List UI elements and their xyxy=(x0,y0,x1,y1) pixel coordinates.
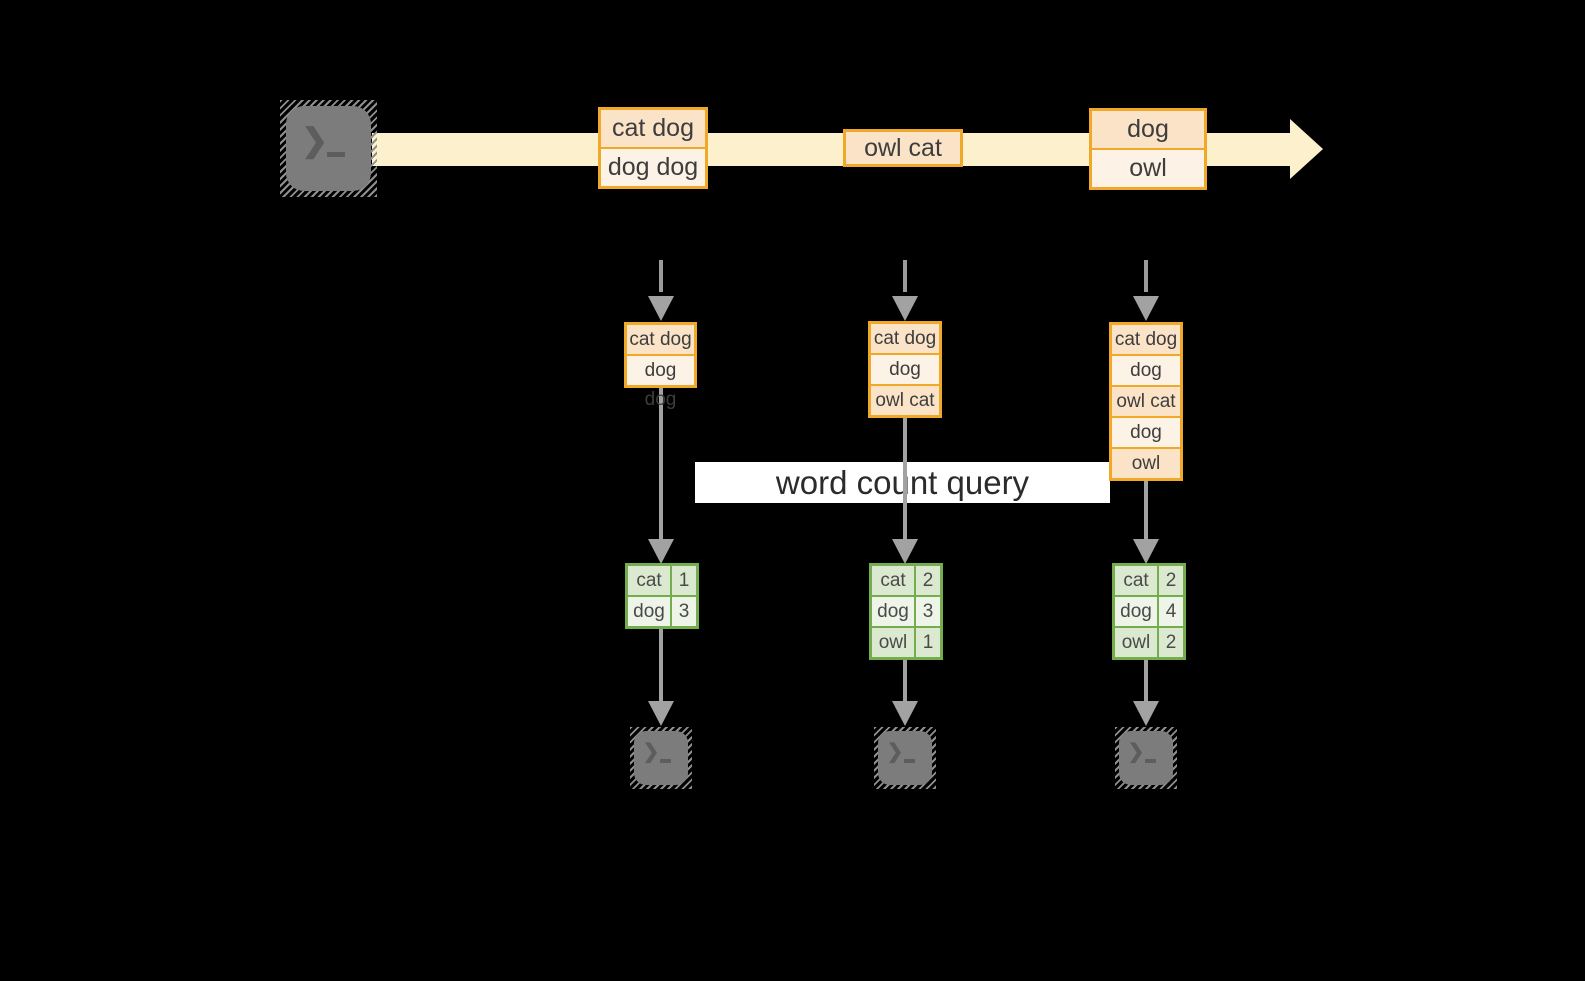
buffered-record: dog xyxy=(1112,418,1180,447)
buffered-record: cat dog xyxy=(871,324,939,353)
record-buffer-1: cat dog dog dog xyxy=(624,322,697,410)
word-cell: cat xyxy=(1115,566,1157,595)
count-cell: 3 xyxy=(916,597,940,626)
prompt-underscore-icon xyxy=(326,151,345,157)
arrowhead-icon xyxy=(892,539,918,564)
record-buffer-3: cat dog dog dog owl cat dog owl xyxy=(1109,322,1183,481)
buffered-record: dog dog xyxy=(871,355,939,409)
prompt-underscore-icon xyxy=(1144,759,1156,764)
arrowhead-icon xyxy=(648,539,674,564)
count-cell: 2 xyxy=(916,566,940,595)
prompt-chevron-icon: ❯ xyxy=(642,740,660,763)
word-cell: cat xyxy=(628,566,670,595)
query-flow-line xyxy=(659,386,663,539)
buffered-record: cat dog xyxy=(627,325,694,354)
query-flow-line xyxy=(1144,480,1148,539)
arrowhead-icon xyxy=(648,296,674,321)
query-flow-line xyxy=(903,417,907,539)
stream-batch-3: dog owl xyxy=(1089,108,1207,190)
sink-flow-line xyxy=(903,660,907,703)
sink-terminal-icon-2: ❯ xyxy=(874,727,936,789)
buffered-record: dog dog xyxy=(1112,356,1180,410)
terminal-screen: ❯ xyxy=(286,106,371,191)
stream-batch-2: owl cat xyxy=(843,129,963,167)
terminal-screen: ❯ xyxy=(634,731,688,785)
count-cell: 1 xyxy=(916,628,940,657)
query-banner: word count query xyxy=(695,462,1110,503)
sink-terminal-icon-1: ❯ xyxy=(630,727,692,789)
stream-record: owl xyxy=(1092,150,1204,187)
prompt-chevron-icon: ❯ xyxy=(1127,740,1145,763)
buffered-record: owl cat xyxy=(871,386,939,415)
ingest-dashed-arrow xyxy=(659,260,663,292)
sink-terminal-icon-3: ❯ xyxy=(1115,727,1177,789)
sink-flow-line xyxy=(659,629,663,703)
prompt-underscore-icon xyxy=(903,759,915,764)
arrowhead-icon xyxy=(648,701,674,726)
record-buffer-2: cat dog dog dog owl cat xyxy=(868,321,942,418)
arrowhead-icon xyxy=(1133,701,1159,726)
ingest-dashed-arrow xyxy=(903,260,907,292)
ingest-dashed-arrow xyxy=(1144,260,1148,292)
arrowhead-icon xyxy=(892,296,918,321)
stream-record: cat dog xyxy=(601,110,705,147)
word-cell: cat xyxy=(872,566,914,595)
buffered-record: owl xyxy=(1112,449,1180,478)
arrowhead-icon xyxy=(892,701,918,726)
stream-arrowhead-icon xyxy=(1290,119,1323,179)
buffered-record: cat dog xyxy=(1112,325,1180,354)
stream-record: dog xyxy=(1092,111,1204,148)
count-cell: 3 xyxy=(672,597,696,626)
prompt-chevron-icon: ❯ xyxy=(886,740,904,763)
buffered-record: owl cat xyxy=(1112,387,1180,416)
count-cell: 4 xyxy=(1159,597,1183,626)
word-cell: dog xyxy=(872,597,914,626)
word-count-table-1: cat 1 dog 3 xyxy=(625,563,699,629)
count-cell: 2 xyxy=(1159,628,1183,657)
arrowhead-icon xyxy=(1133,539,1159,564)
sink-flow-line xyxy=(1144,660,1148,703)
word-count-table-3: cat 2 dog 4 owl 2 xyxy=(1112,563,1186,660)
word-cell: owl xyxy=(1115,628,1157,657)
prompt-chevron-icon: ❯ xyxy=(301,122,329,159)
prompt-underscore-icon xyxy=(659,759,671,764)
terminal-screen: ❯ xyxy=(878,731,932,785)
terminal-screen: ❯ xyxy=(1119,731,1173,785)
arrowhead-icon xyxy=(1133,296,1159,321)
word-cell: owl xyxy=(872,628,914,657)
count-cell: 2 xyxy=(1159,566,1183,595)
stream-record: owl cat xyxy=(846,132,960,164)
count-cell: 1 xyxy=(672,566,696,595)
word-cell: dog xyxy=(1115,597,1157,626)
word-cell: dog xyxy=(628,597,670,626)
buffered-record: dog dog xyxy=(627,356,694,410)
stream-batch-1: cat dog dog dog xyxy=(598,107,708,189)
word-count-table-2: cat 2 dog 3 owl 1 xyxy=(869,563,943,660)
stream-record: dog dog xyxy=(601,149,705,186)
stream-source-terminal-icon: ❯ xyxy=(280,100,377,197)
